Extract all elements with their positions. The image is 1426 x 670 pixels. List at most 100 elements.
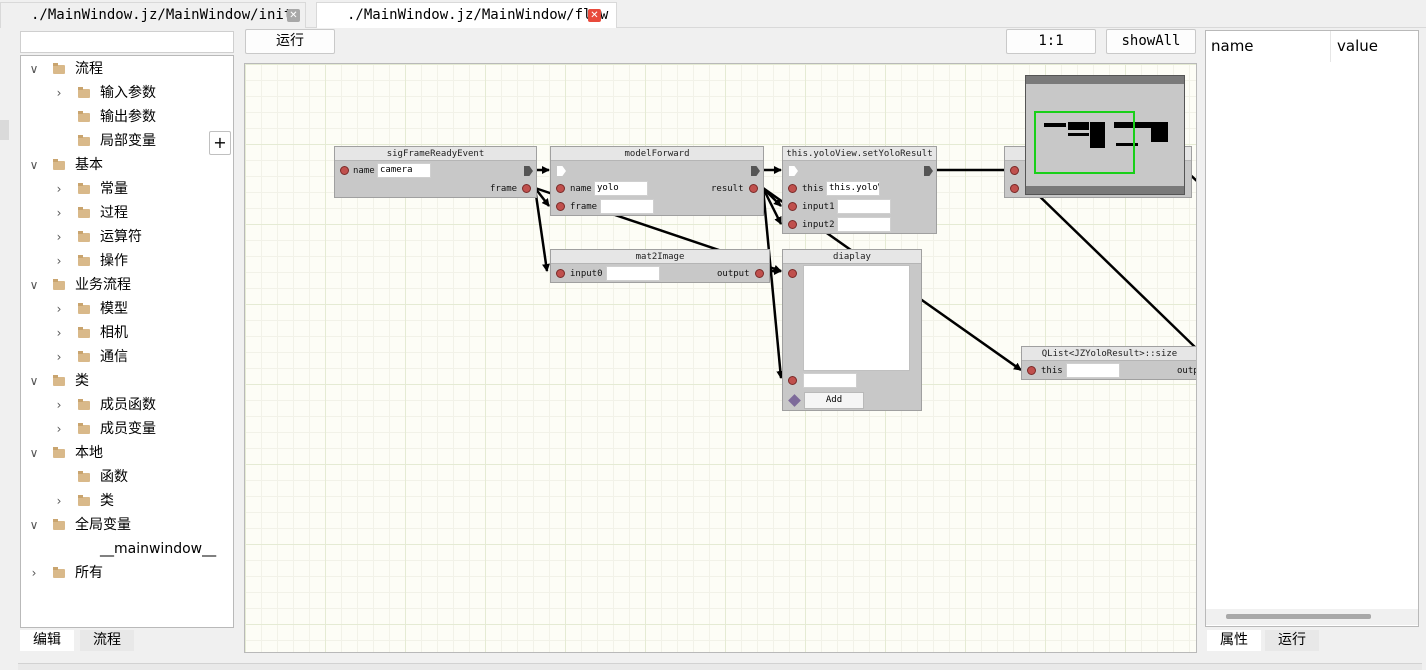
- flow-out-pin[interactable]: [924, 166, 933, 176]
- tree-item[interactable]: ›通信: [21, 345, 233, 369]
- node-model-forward[interactable]: modelForward name yolo result frame: [550, 146, 764, 216]
- tab-run[interactable]: 运行: [1265, 630, 1319, 651]
- tree-item[interactable]: 函数: [21, 465, 233, 489]
- chevron-right-icon[interactable]: ›: [56, 326, 62, 340]
- output-pin[interactable]: [755, 269, 764, 278]
- column-header-name[interactable]: name: [1206, 31, 1331, 62]
- input2-field[interactable]: [837, 217, 891, 232]
- tab-edit[interactable]: 编辑: [20, 630, 74, 651]
- tree-item[interactable]: ∨基本: [21, 153, 233, 177]
- tree-item[interactable]: ›操作: [21, 249, 233, 273]
- param-pin[interactable]: [788, 184, 797, 193]
- chevron-down-icon[interactable]: ∨: [29, 374, 39, 388]
- tree-search-input[interactable]: [20, 31, 234, 53]
- tab-flow[interactable]: ./MainWindow.jz/MainWindow/flow ✕: [316, 2, 617, 28]
- tree-item[interactable]: ›输入参数: [21, 81, 233, 105]
- param-pin[interactable]: [340, 166, 349, 175]
- chevron-right-icon[interactable]: ›: [56, 182, 62, 196]
- tree-item[interactable]: 输出参数: [21, 105, 233, 129]
- close-icon[interactable]: ✕: [287, 9, 300, 22]
- node-display[interactable]: diaplay Add: [782, 249, 922, 411]
- tree-item[interactable]: ∨本地: [21, 441, 233, 465]
- chevron-right-icon[interactable]: ›: [56, 230, 62, 244]
- column-header-value[interactable]: value: [1337, 37, 1378, 55]
- name-field[interactable]: camera: [377, 163, 431, 178]
- tree-item[interactable]: ›相机: [21, 321, 233, 345]
- chevron-right-icon[interactable]: ›: [56, 254, 62, 268]
- close-icon[interactable]: ✕: [588, 9, 601, 22]
- flow-out-pin[interactable]: [751, 166, 760, 176]
- frame-field[interactable]: [600, 199, 654, 214]
- param-pin[interactable]: [788, 269, 797, 278]
- chevron-down-icon[interactable]: ∨: [29, 446, 39, 460]
- result-out-pin[interactable]: [749, 184, 758, 193]
- folder-icon: [53, 279, 65, 290]
- add-button[interactable]: Add: [804, 392, 864, 409]
- scrollbar-thumb[interactable]: [1226, 614, 1371, 619]
- tree-item[interactable]: ›类: [21, 489, 233, 513]
- add-button[interactable]: +: [209, 131, 231, 155]
- param-pin[interactable]: [556, 184, 565, 193]
- chevron-right-icon[interactable]: ›: [56, 494, 62, 508]
- this-field[interactable]: [1066, 363, 1120, 378]
- node-qlist-size[interactable]: QList<JZYoloResult>::size this outp: [1021, 346, 1196, 380]
- node-sig-frame-ready-event[interactable]: sigFrameReadyEvent name camera frame: [334, 146, 537, 198]
- param-pin[interactable]: [788, 220, 797, 229]
- chevron-right-icon[interactable]: ›: [56, 206, 62, 220]
- chevron-down-icon[interactable]: ∨: [29, 518, 39, 532]
- param-pin[interactable]: [556, 202, 565, 211]
- chevron-right-icon[interactable]: ›: [56, 302, 62, 316]
- node-set-yolo-result[interactable]: this.yoloView.setYoloResult this this.yo…: [782, 146, 937, 234]
- tab-init[interactable]: ./MainWindow.jz/MainWindow/init ✕: [0, 2, 306, 28]
- tab-properties[interactable]: 属性: [1207, 630, 1261, 651]
- zoom-reset-button[interactable]: 1:1: [1006, 29, 1096, 54]
- chevron-down-icon[interactable]: ∨: [29, 278, 39, 292]
- node-title: diaplay: [783, 250, 921, 264]
- tree-item[interactable]: ›所有: [21, 561, 233, 585]
- tree-item[interactable]: ›过程: [21, 201, 233, 225]
- tree-item[interactable]: ›成员变量: [21, 417, 233, 441]
- chevron-right-icon[interactable]: ›: [56, 422, 62, 436]
- node-title: modelForward: [551, 147, 763, 161]
- flow-out-pin[interactable]: [524, 166, 533, 176]
- tree-item[interactable]: ›常量: [21, 177, 233, 201]
- flow-in-pin[interactable]: [557, 166, 566, 176]
- tree-item[interactable]: ∨类: [21, 369, 233, 393]
- tree-item[interactable]: ∨流程: [21, 57, 233, 81]
- this-field[interactable]: this.yoloV: [826, 181, 880, 196]
- input0-field[interactable]: [606, 266, 660, 281]
- show-all-button[interactable]: showAll: [1106, 29, 1196, 54]
- tree-item[interactable]: ∨业务流程: [21, 273, 233, 297]
- flow-in-pin[interactable]: [789, 166, 798, 176]
- display-field[interactable]: [803, 373, 857, 388]
- node-mat2image[interactable]: mat2Image input0 output: [550, 249, 770, 283]
- run-button[interactable]: 运行: [245, 29, 335, 54]
- param-pin[interactable]: [788, 202, 797, 211]
- chevron-right-icon[interactable]: ›: [31, 566, 37, 580]
- panel-grip[interactable]: [0, 120, 9, 140]
- chevron-right-icon[interactable]: ›: [56, 86, 62, 100]
- param-pin[interactable]: [1027, 366, 1036, 375]
- folder-icon: [53, 159, 65, 170]
- minimap[interactable]: [1025, 75, 1185, 195]
- minimap-viewport[interactable]: [1034, 111, 1135, 174]
- name-field[interactable]: yolo: [594, 181, 648, 196]
- param-pin[interactable]: [556, 269, 565, 278]
- tree-item[interactable]: ›模型: [21, 297, 233, 321]
- input1-field[interactable]: [837, 199, 891, 214]
- param-pin[interactable]: [1010, 166, 1019, 175]
- param-pin[interactable]: [1010, 184, 1019, 193]
- tree-item[interactable]: ›运算符: [21, 225, 233, 249]
- chevron-down-icon[interactable]: ∨: [29, 62, 39, 76]
- tab-flow-library[interactable]: 流程: [80, 630, 134, 651]
- chevron-right-icon[interactable]: ›: [56, 350, 62, 364]
- chevron-right-icon[interactable]: ›: [56, 398, 62, 412]
- tree-item[interactable]: 局部变量: [21, 129, 233, 153]
- chevron-down-icon[interactable]: ∨: [29, 158, 39, 172]
- param-pin[interactable]: [788, 376, 797, 385]
- frame-out-pin[interactable]: [522, 184, 531, 193]
- tree-item[interactable]: __mainwindow__: [21, 537, 233, 561]
- tree-item[interactable]: ∨全局变量: [21, 513, 233, 537]
- horizontal-scrollbar[interactable]: [1206, 609, 1418, 625]
- tree-item[interactable]: ›成员函数: [21, 393, 233, 417]
